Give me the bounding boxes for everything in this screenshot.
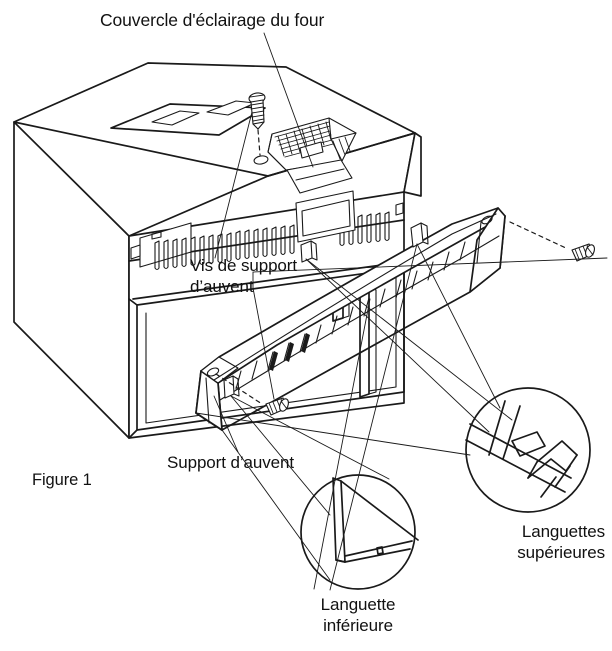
valance-upper-tab-left — [300, 240, 318, 263]
lower-tab-detail-circle — [300, 474, 419, 590]
screw-right — [509, 221, 595, 262]
screw-left — [265, 397, 289, 416]
valance-upper-tab-mid — [410, 222, 429, 248]
label-valance-support: Support d’auvent — [167, 453, 294, 472]
leader-lines — [195, 32, 608, 591]
label-upper-tabs-line1: Languettes — [521, 522, 605, 541]
upper-tabs-detail-circle — [465, 387, 591, 513]
figure-caption: Figure 1 — [32, 471, 92, 489]
oven-light-cover-part — [267, 117, 357, 243]
valance-lower-tab — [223, 375, 240, 399]
label-valance-support-screw-line1: Vis de support — [190, 256, 297, 275]
label-valance-support-screw-line2: d’auvent — [190, 277, 254, 296]
label-upper-tabs-line2: supérieures — [517, 543, 605, 562]
label-lower-tab-line2: inférieure — [323, 616, 393, 635]
label-oven-light-cover: Couvercle d'éclairage du four — [100, 10, 325, 30]
screw-top — [248, 92, 269, 165]
label-lower-tab-line1: Languette — [320, 595, 396, 614]
oven-vent-slots — [154, 211, 390, 271]
